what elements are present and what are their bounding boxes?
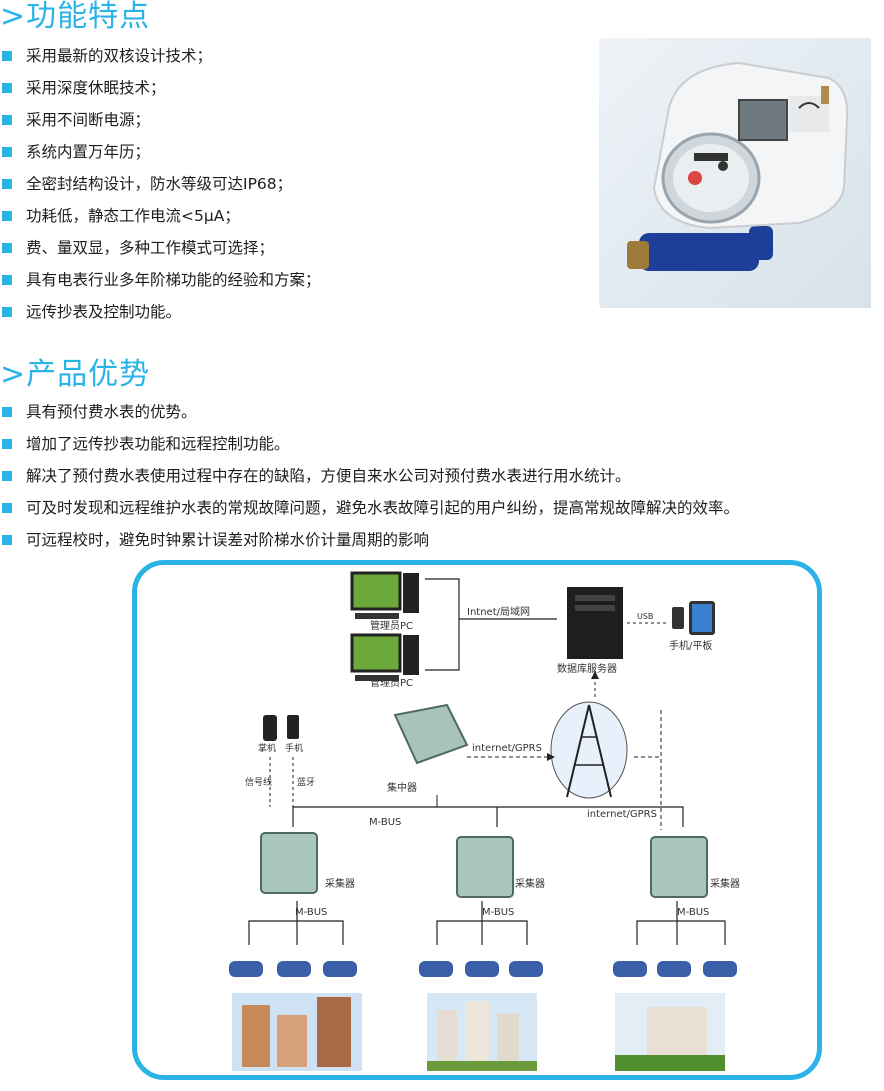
tablet-icon — [672, 601, 715, 635]
signal-line-label: 信号线 — [245, 776, 272, 788]
list-item: 采用最新的双核设计技术； — [0, 40, 321, 72]
features-title: >功能特点 — [0, 0, 151, 34]
list-item-text: 采用最新的双核设计技术； — [26, 47, 213, 65]
sub-bus-lines — [248, 901, 726, 945]
water-meter-small-icon — [229, 961, 737, 977]
collector-label: 采集器 — [515, 877, 545, 890]
bullet-square-icon — [2, 211, 12, 221]
internet-gprs-label-1: internet/GPRS — [472, 743, 542, 754]
list-item: 可远程校时，避免时钟累计误差对阶梯水价计量周期的影响 — [0, 524, 739, 556]
mbus-sub-label: M-BUS — [677, 907, 709, 918]
bullet-square-icon — [2, 179, 12, 189]
list-item-text: 采用不间断电源； — [26, 111, 151, 129]
bullet-square-icon — [2, 407, 12, 417]
intranet-label: Intnet/局域网 — [467, 605, 530, 618]
bullet-square-icon — [2, 307, 12, 317]
advantages-list: 具有预付费水表的优势。 增加了远传抄表功能和远程控制功能。 解决了预付费水表使用… — [0, 396, 739, 556]
pc-icon — [350, 571, 419, 619]
list-item-text: 采用深度休眠技术； — [26, 79, 166, 97]
pc-icon — [350, 633, 419, 681]
usb-label: USB — [637, 612, 653, 621]
bullet-square-icon — [2, 243, 12, 253]
list-item: 系统内置万年历； — [0, 136, 321, 168]
list-item-text: 可及时发现和远程维护水表的常规故障问题，避免水表故障引起的用户纠纷，提高常规故障… — [26, 499, 740, 517]
server-icon — [567, 587, 623, 659]
collector-icon — [456, 836, 514, 898]
bullet-square-icon — [2, 83, 12, 93]
mbus-sub-label: M-BUS — [295, 907, 327, 918]
mbus-main-label: M-BUS — [369, 817, 401, 828]
list-item: 可及时发现和远程维护水表的常规故障问题，避免水表故障引起的用户纠纷，提高常规故障… — [0, 492, 739, 524]
bullet-square-icon — [2, 51, 12, 61]
list-item-text: 全密封结构设计，防水等级可达IP68； — [26, 175, 293, 193]
advantages-title: >产品优势 — [0, 357, 151, 392]
collector-icon — [650, 836, 708, 898]
mbus-sub-label: M-BUS — [482, 907, 514, 918]
list-item: 远传抄表及控制功能。 — [0, 296, 321, 328]
building-photo — [427, 993, 537, 1071]
antenna-tower-icon — [566, 704, 612, 798]
system-diagram-svg: 管理员PC 管理员PC Intnet/局域网 数据库服务器 USB 手机/平板 — [229, 571, 740, 1071]
bullet-square-icon — [2, 147, 12, 157]
bullet-square-icon — [2, 503, 12, 513]
system-diagram: 管理员PC 管理员PC Intnet/局域网 数据库服务器 USB 手机/平板 — [132, 560, 822, 1080]
bullet-square-icon — [2, 535, 12, 545]
list-item-text: 解决了预付费水表使用过程中存在的缺陷，方便自来水公司对预付费水表进行用水统计。 — [26, 467, 631, 485]
list-item-text: 远传抄表及控制功能。 — [26, 303, 182, 321]
list-item-text: 费、量双显，多种工作模式可选择； — [26, 239, 275, 257]
collector-icon — [260, 832, 318, 894]
list-item-text: 系统内置万年历； — [26, 143, 151, 161]
concentrator-label: 集中器 — [387, 781, 417, 794]
building-photo — [232, 993, 362, 1071]
pc2-label: 管理员PC — [370, 676, 413, 689]
collector-label: 采集器 — [325, 877, 355, 890]
list-item: 具有电表行业多年阶梯功能的经验和方案； — [0, 264, 321, 296]
list-item-text: 功耗低，静态工作电流<5μA； — [26, 207, 240, 225]
handheld-label: 掌机 — [258, 742, 276, 754]
features-list: 采用最新的双核设计技术； 采用深度休眠技术； 采用不间断电源； 系统内置万年历；… — [0, 40, 321, 328]
list-item: 采用不间断电源； — [0, 104, 321, 136]
list-item: 具有预付费水表的优势。 — [0, 396, 739, 428]
list-item-text: 具有预付费水表的优势。 — [26, 403, 197, 421]
list-item: 全密封结构设计，防水等级可达IP68； — [0, 168, 321, 200]
list-item: 采用深度休眠技术； — [0, 72, 321, 104]
concentrator-icon — [393, 703, 469, 765]
list-item: 功耗低，静态工作电流<5μA； — [0, 200, 321, 232]
bullet-square-icon — [2, 471, 12, 481]
mobile-label: 手机/平板 — [669, 639, 712, 652]
collector-label: 采集器 — [710, 877, 740, 890]
bullet-square-icon — [2, 115, 12, 125]
bluetooth-label: 蓝牙 — [297, 776, 315, 788]
internet-gprs-label-2: internet/GPRS — [587, 809, 657, 820]
bullet-square-icon — [2, 439, 12, 449]
bullet-square-icon — [2, 275, 12, 285]
pc1-label: 管理员PC — [370, 619, 413, 632]
handheld-icon — [263, 715, 299, 741]
list-item: 增加了远传抄表功能和远程控制功能。 — [0, 428, 739, 460]
list-item-text: 增加了远传抄表功能和远程控制功能。 — [26, 435, 290, 453]
list-item-text: 可远程校时，避免时钟累计误差对阶梯水价计量周期的影响 — [26, 531, 430, 549]
list-item-text: 具有电表行业多年阶梯功能的经验和方案； — [26, 271, 321, 289]
list-item: 费、量双显，多种工作模式可选择； — [0, 232, 321, 264]
list-item: 解决了预付费水表使用过程中存在的缺陷，方便自来水公司对预付费水表进行用水统计。 — [0, 460, 739, 492]
water-meter-icon — [627, 61, 849, 271]
building-photo — [615, 993, 725, 1071]
water-meter-photo — [599, 38, 871, 308]
phone-label: 手机 — [285, 742, 303, 754]
server-label: 数据库服务器 — [557, 662, 617, 675]
